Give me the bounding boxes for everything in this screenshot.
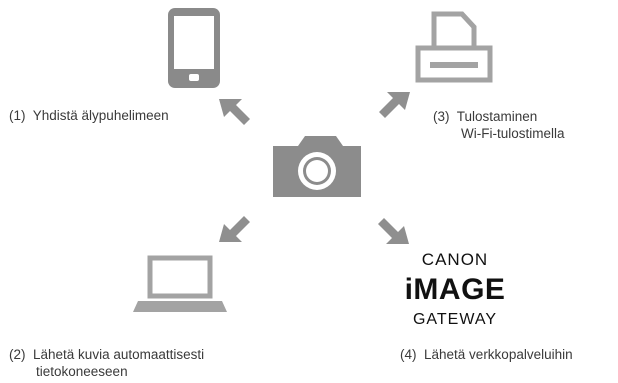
printer-icon[interactable] [415, 11, 493, 83]
option-2-number: (2) [9, 347, 26, 362]
option-1-text: Yhdistä älypuhelimeen [32, 108, 169, 123]
option-1-number: (1) [9, 108, 26, 123]
canon-image-gateway-logo[interactable]: CANON iMAGE GATEWAY [405, 250, 506, 328]
logo-image-text: iMAGE [405, 273, 506, 306]
option-2-label[interactable]: (2) Lähetä kuvia automaattisesti tietoko… [9, 346, 204, 380]
smartphone-icon[interactable] [168, 8, 220, 88]
option-3-text-line1: Tulostaminen [456, 109, 538, 124]
arrow-to-printer [379, 92, 410, 118]
option-3-text-line2: Wi-Fi-tulostimella [461, 126, 565, 141]
option-2-text-line1: Lähetä kuvia automaattisesti [33, 347, 205, 362]
arrow-to-laptop [219, 216, 250, 242]
camera-icon [273, 136, 361, 197]
option-4-text: Lähetä verkkopalveluihin [424, 347, 573, 362]
logo-gateway-text: GATEWAY [413, 311, 497, 328]
option-3-label[interactable]: (3) Tulostaminen Wi-Fi-tulostimella [433, 108, 565, 142]
arrow-to-smartphone [219, 99, 250, 125]
option-1-label[interactable]: (1) Yhdistä älypuhelimeen [9, 107, 169, 124]
option-4-label[interactable]: (4) Lähetä verkkopalveluihin [400, 346, 573, 363]
laptop-icon[interactable] [133, 255, 227, 312]
option-2-text-line2: tietokoneeseen [36, 364, 128, 379]
option-4-number: (4) [400, 347, 417, 362]
option-3-number: (3) [433, 109, 450, 124]
logo-canon-text: CANON [422, 250, 488, 269]
arrow-to-gateway [378, 218, 409, 244]
